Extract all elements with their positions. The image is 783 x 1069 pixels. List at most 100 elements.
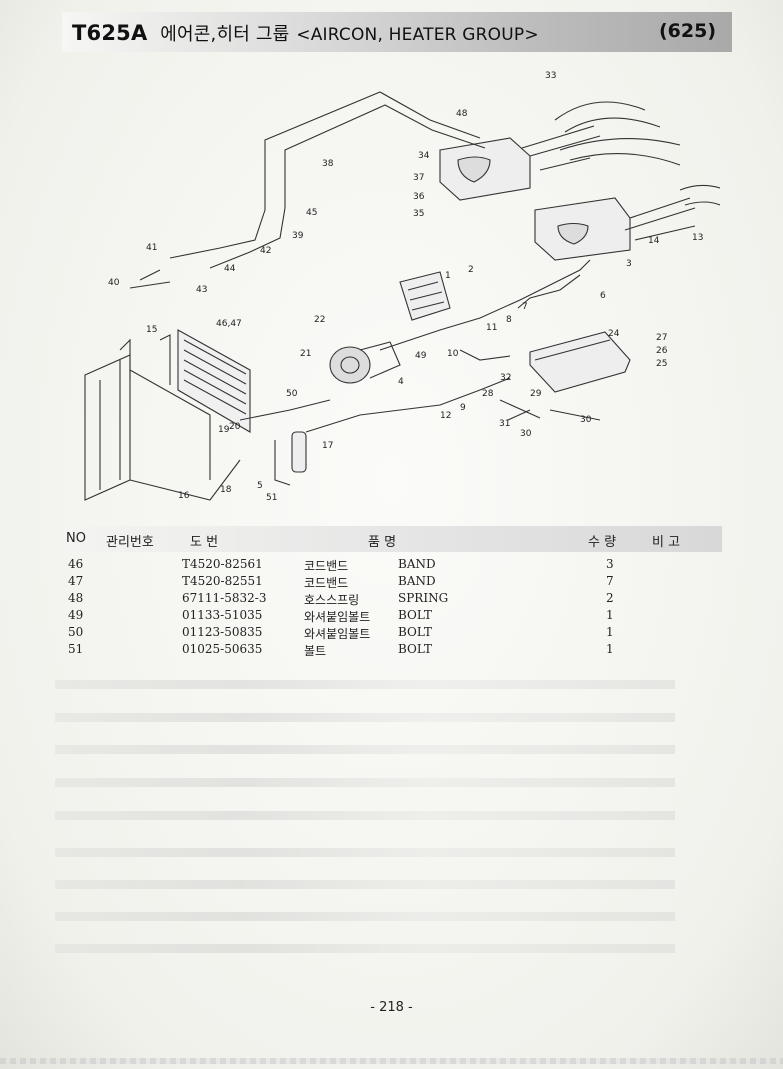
svg-text:40: 40 xyxy=(108,278,120,288)
row-name-en: BOLT xyxy=(398,642,432,656)
svg-text:4: 4 xyxy=(398,377,404,387)
row-name-en: BOLT xyxy=(398,625,432,639)
svg-text:45: 45 xyxy=(306,208,317,218)
svg-text:30: 30 xyxy=(580,415,592,425)
svg-text:24: 24 xyxy=(608,329,620,339)
svg-text:14: 14 xyxy=(648,236,660,246)
empty-row-shading xyxy=(55,778,675,787)
svg-text:9: 9 xyxy=(460,403,466,413)
svg-text:41: 41 xyxy=(146,243,157,253)
diagram-callouts: 33 48 38 34 37 36 35 45 39 41 42 44 40 4… xyxy=(108,71,703,503)
parts-diagram: 33 48 38 34 37 36 35 45 39 41 42 44 40 4… xyxy=(84,71,720,503)
row-name-kr: 호스스프링 xyxy=(304,593,360,607)
svg-text:29: 29 xyxy=(530,389,542,399)
svg-text:5: 5 xyxy=(257,481,263,491)
col-qty: 수 량 xyxy=(588,535,617,550)
svg-text:46,47: 46,47 xyxy=(216,319,242,329)
table-row: 49 01133-51035 와셔붙임볼트 BOLT 1 xyxy=(62,608,722,625)
svg-text:22: 22 xyxy=(314,315,325,325)
row-part-no: 01133-51035 xyxy=(182,608,263,622)
row-name-kr: 와셔붙임볼트 xyxy=(304,627,371,641)
svg-text:11: 11 xyxy=(486,323,497,333)
title-english: <AIRCON, HEATER GROUP> xyxy=(296,25,539,45)
row-part-no: 67111-5832-3 xyxy=(182,591,267,605)
row-name-en: SPRING xyxy=(398,591,449,605)
svg-text:49: 49 xyxy=(415,351,427,361)
model-code: T625A xyxy=(72,21,148,45)
table-row: 47 T4520-82551 코드밴드 BAND 7 xyxy=(62,574,722,591)
svg-text:38: 38 xyxy=(322,159,334,169)
svg-text:35: 35 xyxy=(413,209,424,219)
svg-text:36: 36 xyxy=(413,192,425,202)
svg-text:50: 50 xyxy=(286,389,298,399)
row-qty: 2 xyxy=(606,591,614,605)
empty-row-shading xyxy=(55,713,675,722)
evaporator-tray xyxy=(529,331,631,393)
row-part-no: 01025-50635 xyxy=(182,642,263,656)
svg-text:3: 3 xyxy=(626,259,632,269)
svg-text:16: 16 xyxy=(178,491,190,501)
svg-text:30: 30 xyxy=(520,429,532,439)
svg-text:15: 15 xyxy=(146,325,157,335)
empty-row-shading xyxy=(55,680,675,689)
svg-text:26: 26 xyxy=(656,346,668,356)
svg-text:32: 32 xyxy=(500,373,511,383)
svg-text:18: 18 xyxy=(220,485,232,495)
col-remarks: 비 고 xyxy=(652,535,681,550)
row-no: 51 xyxy=(68,642,84,656)
row-no: 46 xyxy=(68,557,84,571)
col-drawing-no: 도 번 xyxy=(190,535,219,550)
svg-text:37: 37 xyxy=(413,173,424,183)
empty-row-shading xyxy=(55,745,675,754)
svg-text:21: 21 xyxy=(300,349,311,359)
table-row: 50 01123-50835 와셔붙임볼트 BOLT 1 xyxy=(62,625,722,642)
heater-unit-upper xyxy=(439,101,681,201)
row-qty: 1 xyxy=(606,625,614,639)
svg-text:20: 20 xyxy=(229,422,241,432)
table-row: 46 T4520-82561 코드밴드 BAND 3 xyxy=(62,557,722,574)
col-no: NO xyxy=(66,531,86,546)
parts-table-header: NO 관리번호 도 번 품 명 수 량 비 고 xyxy=(62,526,722,552)
row-name-en: BOLT xyxy=(398,608,432,622)
compressor xyxy=(329,341,401,384)
row-name-kr: 코드밴드 xyxy=(304,559,349,573)
svg-text:2: 2 xyxy=(468,265,474,275)
row-name-kr: 볼트 xyxy=(304,644,327,658)
svg-text:6: 6 xyxy=(600,291,606,301)
row-part-no: 01123-50835 xyxy=(182,625,263,639)
empty-row-shading xyxy=(55,848,675,857)
table-row: 51 01025-50635 볼트 BOLT 1 xyxy=(62,642,722,659)
row-qty: 3 xyxy=(606,557,614,571)
row-qty: 7 xyxy=(606,574,614,588)
svg-text:12: 12 xyxy=(440,411,451,421)
empty-row-shading xyxy=(55,944,675,953)
col-mgmt-no: 관리번호 xyxy=(106,535,154,550)
row-name-en: BAND xyxy=(398,557,436,571)
row-part-no: T4520-82551 xyxy=(182,574,263,588)
col-part-name: 품 명 xyxy=(368,535,397,550)
heater-unit-lower xyxy=(534,184,720,261)
row-qty: 1 xyxy=(606,642,614,656)
row-no: 47 xyxy=(68,574,84,588)
svg-text:31: 31 xyxy=(499,419,510,429)
svg-text:17: 17 xyxy=(322,441,333,451)
empty-row-shading xyxy=(55,912,675,921)
empty-row-shading xyxy=(55,811,675,820)
page-code: (625) xyxy=(658,20,716,42)
svg-text:19: 19 xyxy=(218,425,230,435)
svg-text:27: 27 xyxy=(656,333,667,343)
empty-row-shading xyxy=(55,880,675,889)
svg-text:34: 34 xyxy=(418,151,430,161)
receiver-drier xyxy=(274,431,307,486)
row-name-en: BAND xyxy=(398,574,436,588)
svg-text:44: 44 xyxy=(224,264,236,274)
svg-text:1: 1 xyxy=(445,271,451,281)
svg-text:13: 13 xyxy=(692,233,703,243)
table-row: 48 67111-5832-3 호스스프링 SPRING 2 xyxy=(62,591,722,608)
row-no: 48 xyxy=(68,591,84,605)
row-name-kr: 와셔붙임볼트 xyxy=(304,610,371,624)
row-part-no: T4520-82561 xyxy=(182,557,263,571)
svg-text:28: 28 xyxy=(482,389,494,399)
radiator-frame xyxy=(84,334,241,501)
parts-table-body: 46 T4520-82561 코드밴드 BAND 3 47 T4520-8255… xyxy=(62,557,722,659)
